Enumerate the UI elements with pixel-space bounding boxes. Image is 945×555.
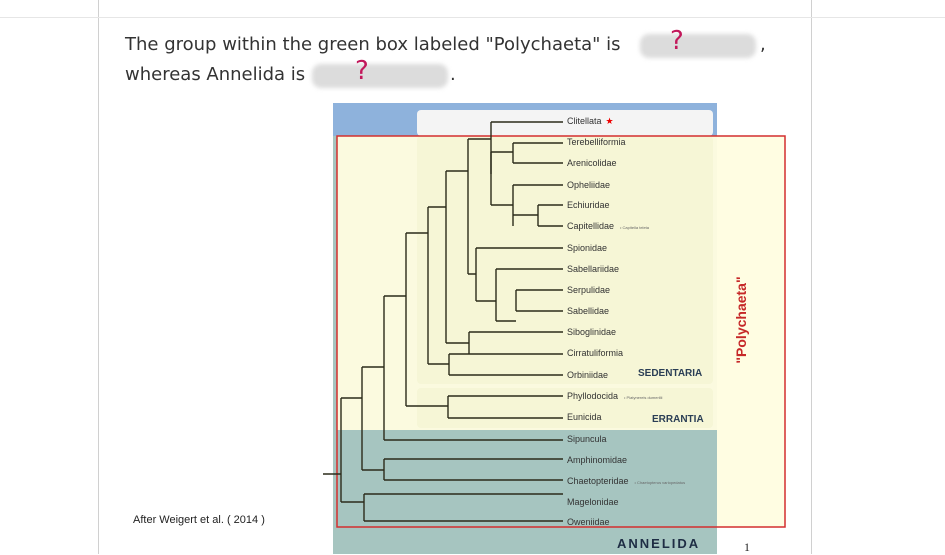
star-icon: ★ — [605, 116, 614, 126]
polychaeta-red-outline — [336, 135, 786, 528]
taxon-capitellidae: Capitellidae• Capitella teleta — [567, 221, 650, 231]
question-line-2-end: . — [450, 64, 456, 85]
errantia-label: ERRANTIA — [652, 414, 704, 425]
clitellata-box — [417, 110, 713, 136]
polychaeta-label: "Polychaeta" — [733, 276, 749, 364]
question-mark-1: ? — [670, 26, 684, 56]
taxon-phyllodocida: Phyllodocida• Platynereis dumerilii — [567, 391, 663, 401]
taxon-echiuridae: Echiuridae — [567, 200, 610, 210]
taxon-siboglinidae: Siboglinidae — [567, 327, 617, 337]
page-left-border — [98, 0, 99, 554]
annelida-lower-panel — [337, 430, 717, 527]
annelida-label: ANNELIDA — [617, 536, 701, 551]
species-note: • Chaetopterus variopedatus — [634, 480, 686, 485]
species-note: • Capitella teleta — [620, 225, 650, 230]
taxon-cirratuliformia: Cirratuliformia — [567, 348, 624, 358]
question-line-1-end: , — [760, 34, 766, 55]
figure-credit: After Weigert et al. ( 2014 ) — [133, 514, 265, 526]
page-number: 1 — [744, 540, 750, 554]
species-note: • Platynereis dumerilii — [624, 395, 663, 400]
page-right-border — [811, 0, 812, 554]
taxon-magelonidae: Magelonidae — [567, 497, 619, 507]
taxon-sipuncula: Sipuncula — [567, 434, 607, 444]
taxon-eunicida: Eunicida — [567, 412, 602, 422]
taxon-sabellariidae: Sabellariidae — [567, 264, 620, 274]
question-line-2: whereas Annelida is — [125, 64, 306, 85]
taxon-arenicolidae: Arenicolidae — [567, 158, 617, 168]
question-mark-2: ? — [355, 56, 369, 86]
question-line-1: The group within the green box labeled "… — [125, 34, 621, 55]
taxon-serpulidae: Serpulidae — [567, 285, 611, 295]
sedentaria-label: SEDENTARIA — [638, 368, 703, 379]
taxon-opheliidae: Opheliidae — [567, 180, 611, 190]
sedentaria-box — [417, 136, 713, 384]
page-top-divider — [0, 17, 945, 18]
redacted-answer-1 — [640, 34, 756, 58]
taxon-terebelliformia: Terebelliformia — [567, 137, 626, 147]
taxon-sabellidae: Sabellidae — [567, 306, 610, 316]
taxon-chaetopteridae: Chaetopteridae• Chaetopterus variopedatu… — [567, 476, 686, 486]
annelida-footer-band — [333, 527, 717, 554]
taxon-clitellata: Clitellata★ — [567, 116, 614, 126]
tree-branches — [323, 121, 563, 522]
taxon-amphinomidae: Amphinomidae — [567, 455, 628, 465]
redacted-answer-2 — [312, 64, 448, 88]
taxon-spionidae: Spionidae — [567, 243, 608, 253]
taxon-orbiniidae: Orbiniidae — [567, 370, 609, 380]
taxon-oweniidae: Oweniidae — [567, 517, 610, 527]
